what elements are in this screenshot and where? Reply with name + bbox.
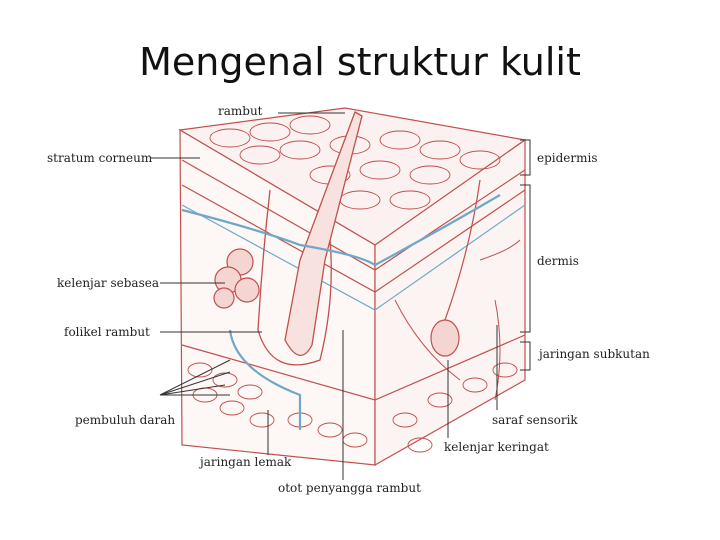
- label-jaringan-subkutan: jaringan subkutan: [539, 347, 650, 361]
- label-kelenjar-sebasea: kelenjar sebasea: [57, 276, 159, 290]
- epidermis-band-2: [181, 184, 526, 293]
- epidermis-band-1: [181, 159, 526, 271]
- skin-block: [178, 107, 527, 467]
- label-stratum-corneum: stratum corneum: [47, 151, 153, 165]
- hair-follicle: [257, 111, 363, 366]
- label-pembuluh-darah: pembuluh darah: [75, 413, 176, 427]
- label-saraf-sensorik: saraf sensorik: [492, 413, 578, 427]
- slide-title: Mengenal struktur kulit: [139, 40, 581, 84]
- surface-cells: [209, 115, 501, 210]
- epidermis-bracket: [520, 139, 531, 176]
- label-rambut: rambut: [218, 104, 263, 118]
- subcutan-bracket: [520, 341, 531, 371]
- dermis-boundary: [181, 204, 526, 311]
- label-jaringan-lemak: jaringan lemak: [200, 455, 292, 469]
- layer-brackets: [520, 139, 531, 371]
- label-kelenjar-keringat: kelenjar keringat: [444, 440, 549, 454]
- hair-shaft: [284, 111, 363, 356]
- label-otot-penyangga-rambut: otot penyangga rambut: [278, 481, 421, 495]
- blood-vessels: [181, 194, 501, 430]
- label-epidermis: epidermis: [537, 151, 598, 165]
- dermis-bracket: [520, 184, 531, 333]
- label-folikel-rambut: folikel rambut: [64, 325, 150, 339]
- sweat-gland: [430, 179, 481, 357]
- follicle-sheath: [257, 189, 332, 366]
- label-dermis: dermis: [537, 254, 579, 268]
- sebaceous-gland: [213, 248, 260, 309]
- leader-lines: [150, 112, 498, 480]
